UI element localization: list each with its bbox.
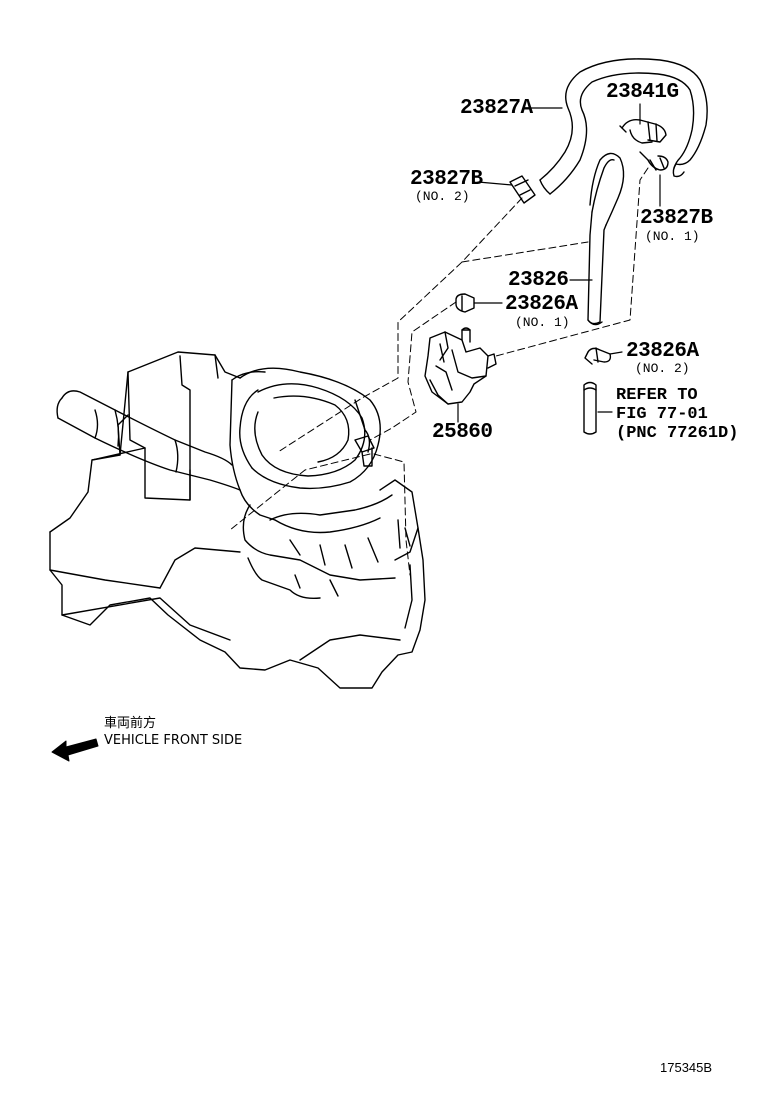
- valve-25860: [424, 327, 497, 405]
- part-sub-23826a-no1: (NO. 1): [515, 315, 570, 330]
- part-sub-23826a-no2: (NO. 2): [635, 361, 690, 376]
- clamp-23826a-no1: [455, 293, 475, 313]
- clamp-23827b-no1: [639, 151, 669, 171]
- reference-line2: FIG 77-01: [616, 405, 708, 424]
- intake-hose: [56, 390, 241, 491]
- figure-id: 175345B: [660, 1060, 713, 1075]
- part-label-23826a-no2: 23826A: [626, 340, 699, 363]
- clip-23841g: [619, 118, 667, 144]
- part-label-23827b-no1: 23827B: [640, 207, 713, 230]
- part-label-23827a: 23827A: [460, 97, 533, 120]
- throttle-body: [229, 367, 419, 600]
- leader-lines: [457, 103, 661, 423]
- hose-23827a: [539, 58, 708, 195]
- engine-block: [49, 351, 426, 689]
- clamp-23826a-no2: [584, 347, 612, 365]
- part-sub-23827b-no1: (NO. 1): [645, 229, 700, 244]
- vehicle-front-label-jp: 車両前方: [104, 716, 157, 731]
- reference-line1: REFER TO: [616, 386, 698, 405]
- part-label-25860: 25860: [432, 421, 493, 444]
- clamp-23827b-no2: [509, 175, 536, 204]
- part-label-23841g: 23841G: [606, 81, 679, 104]
- reference-hose: [583, 381, 597, 435]
- intake-nipple: [354, 435, 375, 467]
- vehicle-front-label-en: VEHICLE FRONT SIDE: [104, 733, 243, 748]
- arrow-left-icon: [51, 738, 99, 762]
- routing-lines: [229, 167, 649, 576]
- part-label-23827b-no2: 23827B: [410, 168, 483, 191]
- part-sub-23827b-no2: (NO. 2): [415, 189, 470, 204]
- part-label-23826a-no1: 23826A: [505, 293, 578, 316]
- hose-23826: [587, 152, 625, 326]
- reference-line3: (PNC 77261D): [616, 424, 739, 443]
- part-label-23826: 23826: [508, 269, 569, 292]
